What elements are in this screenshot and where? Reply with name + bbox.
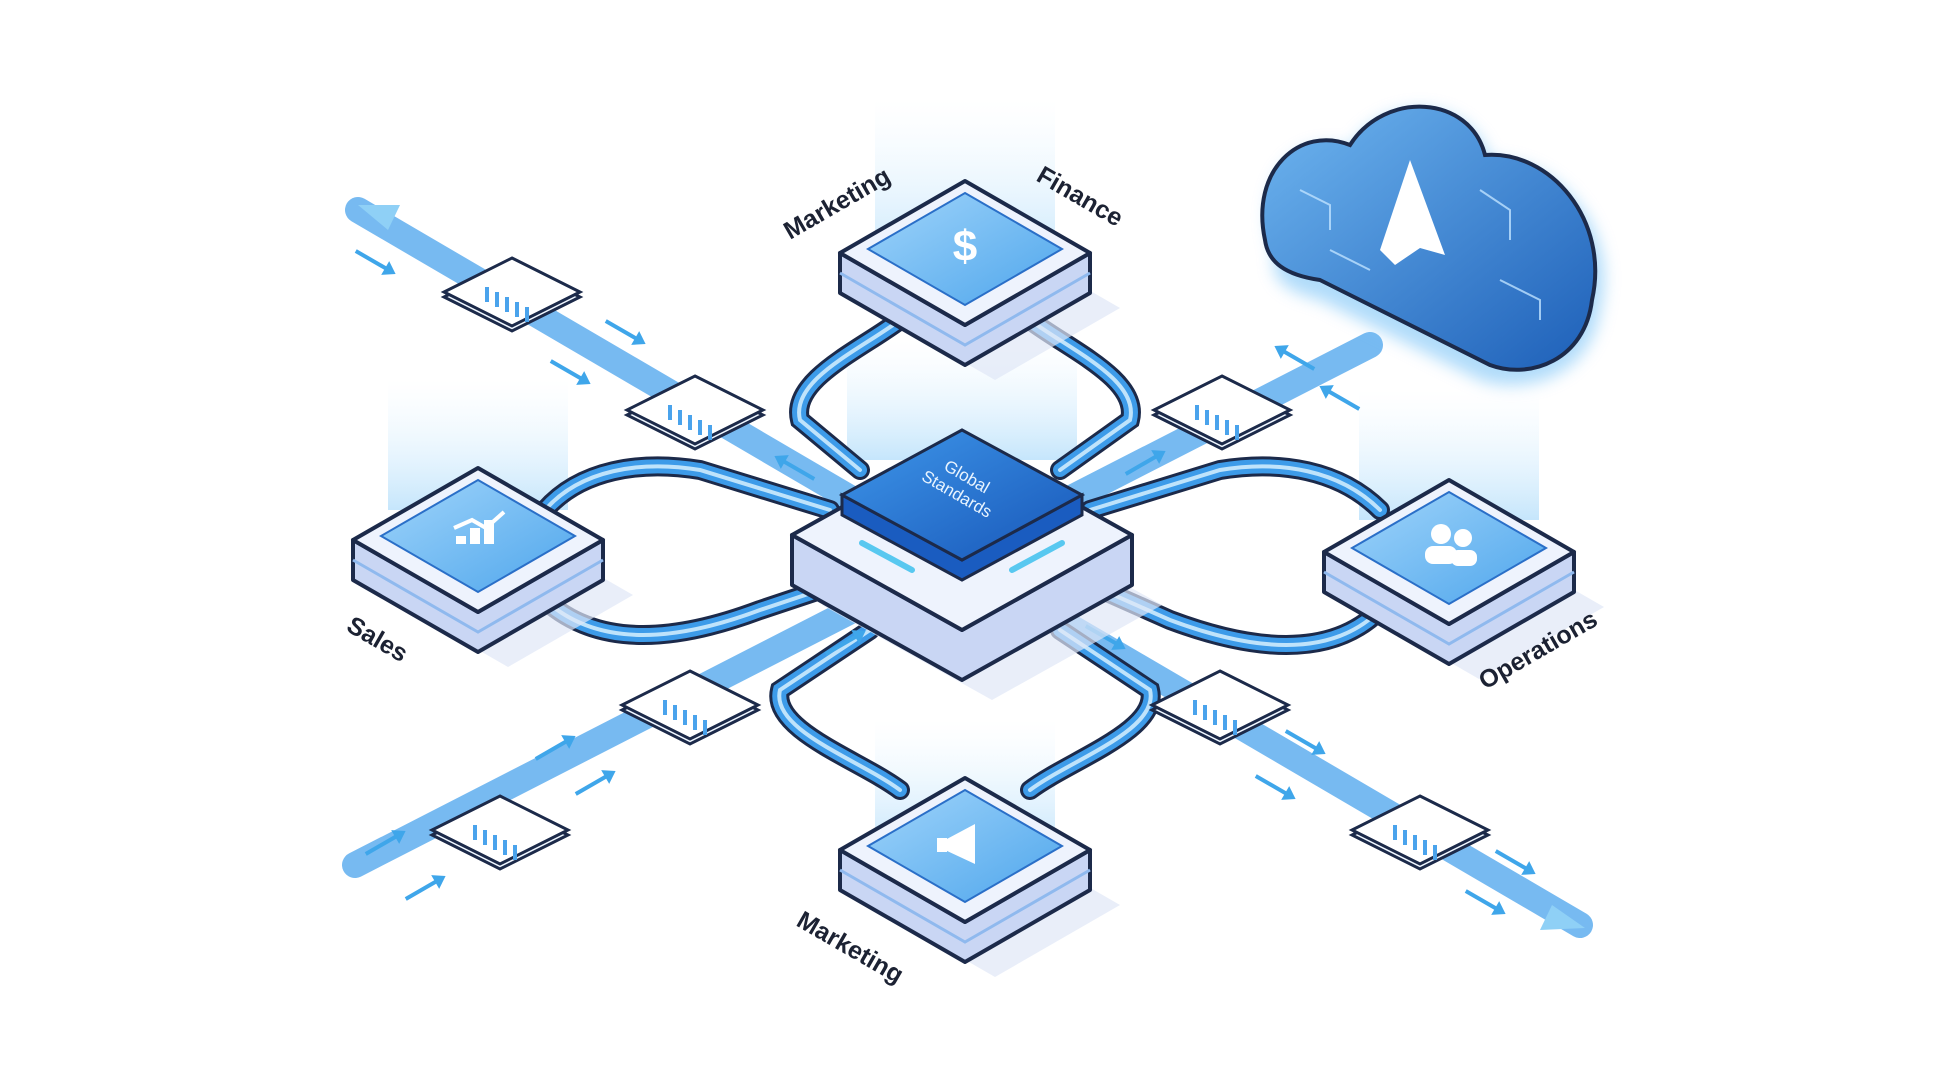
node-finance[interactable]: $ (838, 179, 1120, 380)
flow-arrow-icon (574, 770, 616, 796)
flow-arrow-icon (1274, 345, 1316, 371)
data-document-card (618, 669, 762, 746)
data-document-card (623, 374, 767, 451)
pipe-highlight (1078, 578, 1382, 647)
node-sales[interactable] (351, 466, 633, 667)
flow-arrow-icon (1124, 450, 1166, 476)
data-document-card (440, 256, 584, 333)
data-document-card (1150, 374, 1294, 451)
pipe-highlight (797, 318, 902, 472)
flow-arrow-icon (1284, 729, 1326, 755)
flow-arrow-icon (1494, 849, 1536, 875)
azure-logo-icon (1380, 160, 1445, 265)
flow-arrow-icon (1319, 385, 1361, 411)
cloud[interactable] (1260, 104, 1604, 386)
pipe-highlight (1088, 464, 1382, 512)
hub-chip (838, 428, 1086, 562)
flow-arrow-icon (1464, 889, 1506, 915)
flow-arrow-icon (549, 359, 591, 385)
svg-text:$: $ (953, 222, 977, 271)
arrowhead-nw-icon (358, 205, 400, 230)
flow-arrow-icon (824, 630, 866, 656)
data-documents (428, 256, 1492, 871)
flow-arrow-icon (774, 455, 816, 481)
pipe-highlight (777, 628, 902, 792)
department-nodes: $ (351, 179, 1604, 977)
pipe-highlight (1028, 628, 1153, 792)
dollar-icon: $ (953, 222, 977, 271)
flow-arrow-icon (1254, 774, 1296, 800)
flow-arrow-icon (404, 875, 446, 901)
flow-arrow-icon (364, 830, 406, 856)
flow-arrow-icon (534, 735, 576, 761)
users-icon (1425, 524, 1477, 566)
arrowhead-se-icon (1540, 905, 1585, 930)
data-document-card (1148, 669, 1292, 746)
hub-light (859, 540, 915, 573)
flow-arrow-icon (604, 319, 646, 345)
hub-light (1009, 540, 1065, 573)
node-operations[interactable] (1322, 478, 1604, 679)
data-document-card (1348, 794, 1492, 871)
data-document-card (428, 794, 572, 871)
label-sales: Sales (342, 611, 413, 668)
megaphone-icon (937, 824, 975, 864)
pipe-highlight (543, 464, 832, 512)
node-marketing[interactable] (838, 776, 1120, 977)
bar-chart-growth-icon (453, 510, 506, 544)
flow-arrow-icon (354, 249, 396, 275)
